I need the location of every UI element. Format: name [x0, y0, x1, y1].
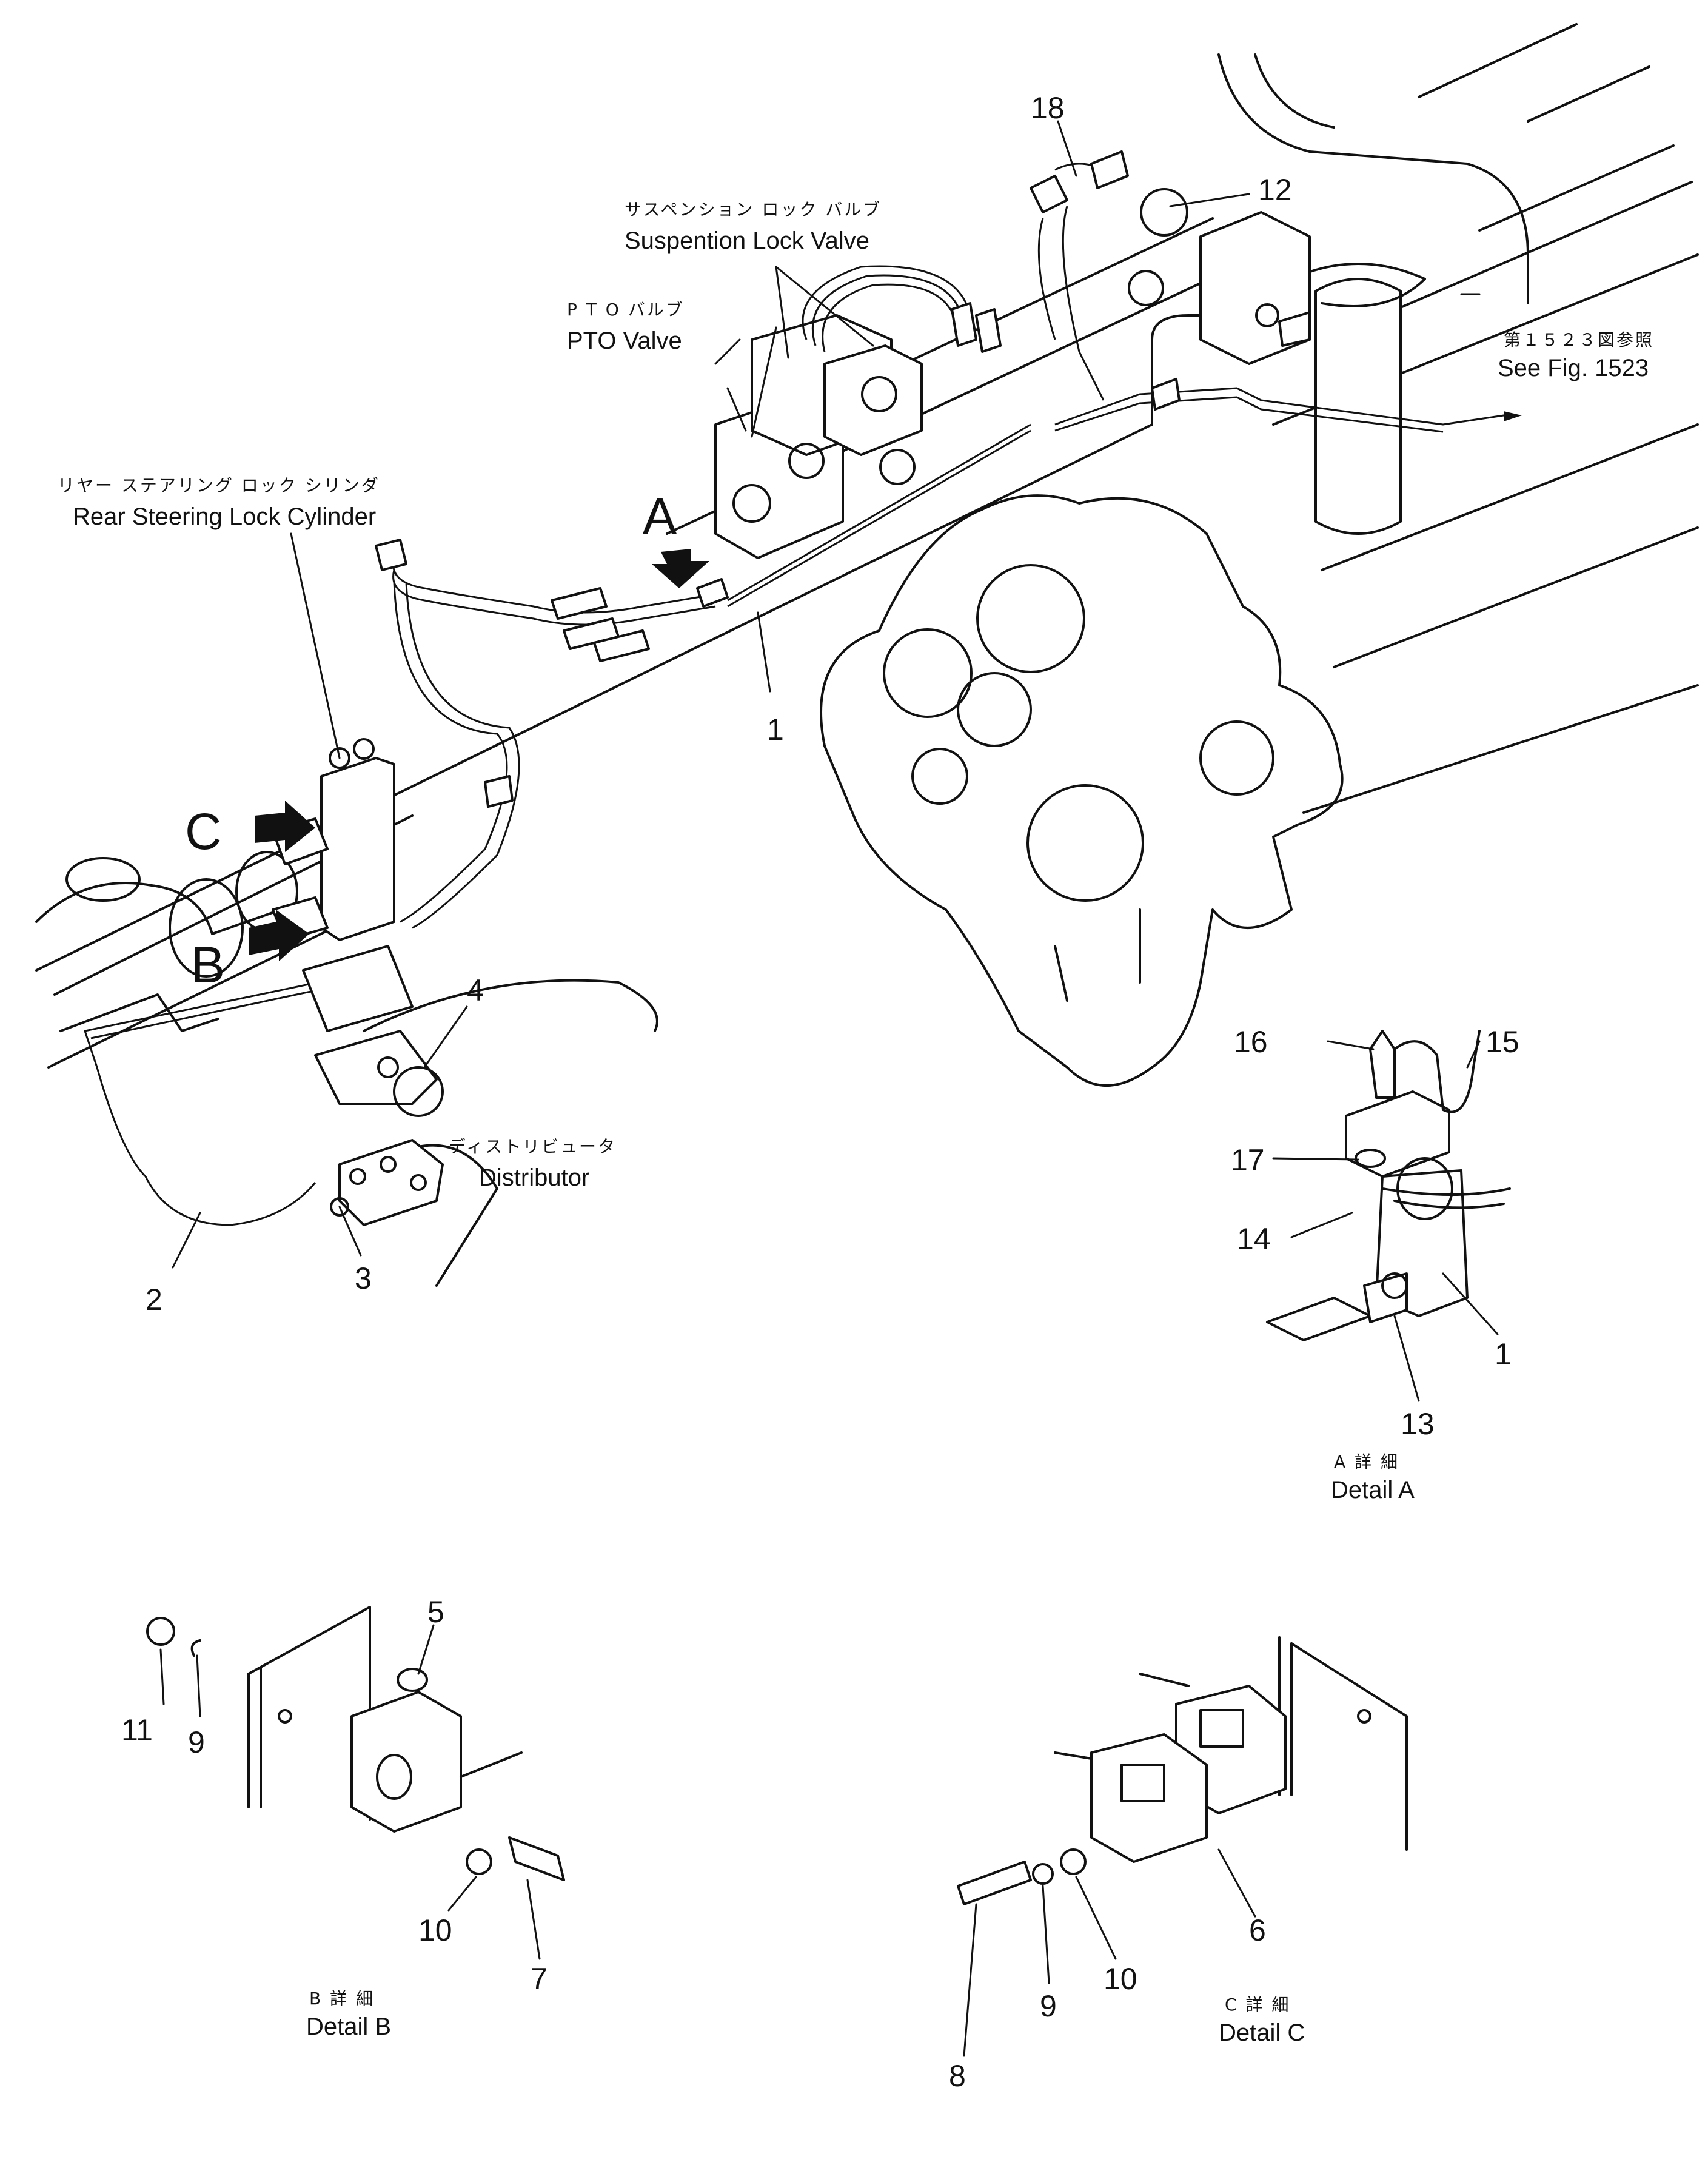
distributor-label: Distributor: [479, 1164, 589, 1191]
hose-fittings: [375, 150, 1181, 808]
detail-c-drawing: [957, 1636, 1408, 2057]
rear-steering-lock-cylinder-label-jp: リヤー ステアリング ロック シリンダ: [58, 475, 380, 495]
transmission-housing: [820, 314, 1344, 1087]
callout-main-4: 4: [467, 973, 484, 1007]
callout-b-9: 9: [188, 1725, 205, 1759]
view-arrow-a-label: A: [643, 488, 677, 545]
callout-a-17: 17: [1231, 1143, 1265, 1177]
distributor-label-jp: ディストリビュータ: [449, 1136, 617, 1156]
callout-b-11: 11: [121, 1713, 153, 1747]
callout-c-10: 10: [1104, 1962, 1137, 1996]
detail-c-caption-jp: C 詳 細: [1225, 1995, 1290, 2015]
see-figure-label-jp: 第１５２３図参照: [1504, 330, 1654, 350]
filter-canister: [1290, 263, 1426, 535]
callout-main-18: 18: [1031, 91, 1065, 125]
component-labels: サスペンション ロック バルブ Suspention Lock Valve P …: [58, 200, 1654, 1191]
see-figure-label: See Fig. 1523: [1498, 355, 1649, 381]
view-arrow-c-label: C: [185, 803, 222, 860]
callout-main-12: 12: [1258, 173, 1292, 207]
callout-b-10: 10: [418, 1913, 452, 1947]
callout-main-1: 1: [767, 713, 784, 747]
detail-captions: A 詳 細 Detail A B 詳 細 Detail B C 詳 細 Deta…: [306, 1452, 1415, 2046]
hydraulic-lines: [84, 163, 1444, 1226]
detail-a-caption: Detail A: [1331, 1477, 1415, 1503]
pto-valve-block: [714, 314, 923, 559]
detail-c-caption: Detail C: [1219, 2019, 1305, 2046]
callout-a-16: 16: [1234, 1025, 1268, 1059]
pto-valve-label-jp: P T O バルブ: [567, 300, 685, 320]
suspension-lock-valve-block: [1128, 188, 1311, 365]
leader-lines: [172, 120, 1522, 1269]
rear-steering-lock-cylinder-block: [272, 738, 444, 1117]
suspension-lock-valve-label-jp: サスペンション ロック バルブ: [625, 200, 882, 220]
detail-a-caption-jp: A 詳 細: [1334, 1452, 1399, 1472]
callout-main-3: 3: [355, 1261, 372, 1295]
callout-a-13: 13: [1401, 1407, 1435, 1441]
suspension-lock-valve-label: Suspention Lock Valve: [625, 227, 869, 254]
callout-numbers: 18 12 1 4 3 2 16 15 17 14 1 13 5 11 9 10…: [121, 91, 1519, 2093]
callout-c-6: 6: [1249, 1913, 1266, 1947]
detail-b-drawing: [146, 1606, 565, 1960]
view-arrow-b-label: B: [191, 936, 225, 993]
rear-steering-lock-cylinder-label: Rear Steering Lock Cylinder: [73, 503, 376, 530]
callout-b-5: 5: [427, 1595, 444, 1629]
callout-b-7: 7: [531, 1962, 548, 1996]
detail-a-drawing: [1266, 1030, 1511, 1402]
callout-a-15: 15: [1485, 1025, 1519, 1059]
callout-c-9: 9: [1040, 1989, 1057, 2023]
distributor-block: [330, 1139, 444, 1226]
pto-valve-label: PTO Valve: [567, 327, 682, 354]
callout-a-1: 1: [1495, 1337, 1512, 1371]
detail-b-caption: Detail B: [306, 2013, 391, 2040]
callout-a-14: 14: [1237, 1222, 1271, 1256]
detail-b-caption-jp: B 詳 細: [309, 1989, 375, 2009]
view-arrows: [249, 549, 709, 961]
callout-c-8: 8: [949, 2059, 966, 2093]
view-arrow-labels: A C B: [185, 488, 677, 993]
callout-main-2: 2: [146, 1283, 162, 1317]
